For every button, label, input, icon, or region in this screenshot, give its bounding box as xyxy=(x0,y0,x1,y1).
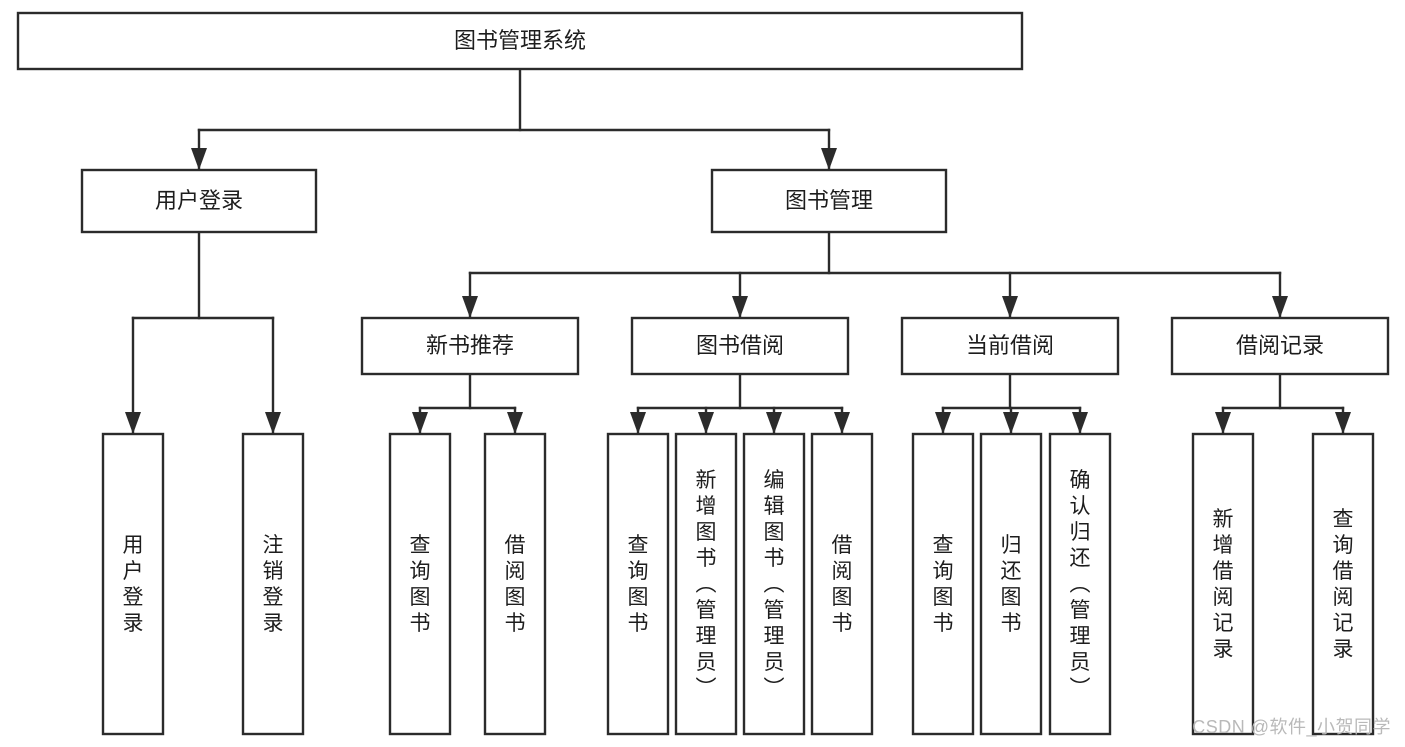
node-box xyxy=(911,432,975,736)
node-box xyxy=(1170,316,1390,376)
arrow-head-icon xyxy=(698,412,714,434)
arrow-head-icon xyxy=(834,412,850,434)
node-box xyxy=(360,316,580,376)
node-label: 查询图书 xyxy=(410,534,431,635)
node-leaf-add-book[interactable]: 新增图书︵管理员︶ xyxy=(674,432,738,736)
nodes-layer: 图书管理系统用户登录图书管理新书推荐图书借阅当前借阅借阅记录用户登录注销登录查询… xyxy=(16,11,1390,736)
arrow-head-icon xyxy=(507,412,523,434)
arrow-head-icon xyxy=(1335,412,1351,434)
arrow-head-icon xyxy=(125,412,141,434)
node-leaf-user-login[interactable]: 用户登录 xyxy=(101,432,165,736)
node-label: 注销登录 xyxy=(263,534,284,635)
arrow-head-icon xyxy=(630,412,646,434)
node-label: 确认归还︵管理员︶ xyxy=(1070,469,1091,700)
arrow-head-icon xyxy=(191,148,207,170)
node-book-borrow[interactable]: 图书借阅 xyxy=(630,316,850,376)
node-box xyxy=(241,432,305,736)
node-label: 图书管理系统 xyxy=(454,28,586,53)
node-box xyxy=(101,432,165,736)
node-label: 当前借阅 xyxy=(966,333,1054,358)
arrow-head-icon xyxy=(1003,412,1019,434)
node-leaf-query-book-current[interactable]: 查询图书 xyxy=(911,432,975,736)
node-book-management[interactable]: 图书管理 xyxy=(710,168,948,234)
arrow-head-icon xyxy=(1215,412,1231,434)
arrow-head-icon xyxy=(766,412,782,434)
node-box xyxy=(630,316,850,376)
node-label: 新书推荐 xyxy=(426,333,514,358)
node-label: 新增图书︵管理员︶ xyxy=(696,469,717,700)
node-leaf-query-book-borrow[interactable]: 查询图书 xyxy=(606,432,670,736)
node-label: 图书管理 xyxy=(785,188,873,213)
node-box xyxy=(1048,432,1112,736)
node-label: 查询借阅记录 xyxy=(1333,508,1354,661)
node-label: 用户登录 xyxy=(155,188,243,213)
node-current-borrow[interactable]: 当前借阅 xyxy=(900,316,1120,376)
node-leaf-borrow-book[interactable]: 借阅图书 xyxy=(810,432,874,736)
arrow-head-icon xyxy=(462,296,478,318)
node-label: 归还图书 xyxy=(1001,534,1022,635)
node-box xyxy=(80,168,318,234)
node-label: 借阅图书 xyxy=(832,534,853,635)
node-box xyxy=(388,432,452,736)
node-leaf-add-borrow-record[interactable]: 新增借阅记录 xyxy=(1191,432,1255,736)
node-label: 查询图书 xyxy=(933,534,954,635)
node-leaf-edit-book[interactable]: 编辑图书︵管理员︶ xyxy=(742,432,806,736)
node-label: 借阅记录 xyxy=(1236,333,1324,358)
arrow-head-icon xyxy=(412,412,428,434)
node-leaf-borrow-book-recommend[interactable]: 借阅图书 xyxy=(483,432,547,736)
arrow-head-icon xyxy=(265,412,281,434)
node-label: 图书借阅 xyxy=(696,333,784,358)
node-user-login[interactable]: 用户登录 xyxy=(80,168,318,234)
node-box xyxy=(810,432,874,736)
node-box xyxy=(742,432,806,736)
node-box xyxy=(674,432,738,736)
node-label: 借阅图书 xyxy=(505,534,526,635)
node-box xyxy=(606,432,670,736)
node-box xyxy=(1311,432,1375,736)
node-leaf-user-logout[interactable]: 注销登录 xyxy=(241,432,305,736)
arrow-head-icon xyxy=(1272,296,1288,318)
arrow-head-icon xyxy=(1072,412,1088,434)
node-label: 查询图书 xyxy=(628,534,649,635)
node-leaf-query-borrow-record[interactable]: 查询借阅记录 xyxy=(1311,432,1375,736)
node-box xyxy=(1191,432,1255,736)
connectors-layer xyxy=(125,67,1351,435)
arrow-head-icon xyxy=(821,148,837,170)
node-borrow-record[interactable]: 借阅记录 xyxy=(1170,316,1390,376)
node-root[interactable]: 图书管理系统 xyxy=(16,11,1024,71)
node-box xyxy=(710,168,948,234)
node-label: 编辑图书︵管理员︶ xyxy=(764,469,785,700)
node-box xyxy=(483,432,547,736)
watermark: CSDN @软件_小贺同学 xyxy=(1192,717,1391,737)
node-label: 用户登录 xyxy=(123,534,144,635)
node-leaf-return-book[interactable]: 归还图书 xyxy=(979,432,1043,736)
arrow-head-icon xyxy=(935,412,951,434)
arrow-head-icon xyxy=(732,296,748,318)
node-new-book-recommend[interactable]: 新书推荐 xyxy=(360,316,580,376)
node-label: 新增借阅记录 xyxy=(1213,508,1234,661)
node-box xyxy=(979,432,1043,736)
node-box xyxy=(900,316,1120,376)
node-leaf-query-book-recommend[interactable]: 查询图书 xyxy=(388,432,452,736)
node-box xyxy=(16,11,1024,71)
arrow-head-icon xyxy=(1002,296,1018,318)
node-leaf-confirm-return[interactable]: 确认归还︵管理员︶ xyxy=(1048,432,1112,736)
